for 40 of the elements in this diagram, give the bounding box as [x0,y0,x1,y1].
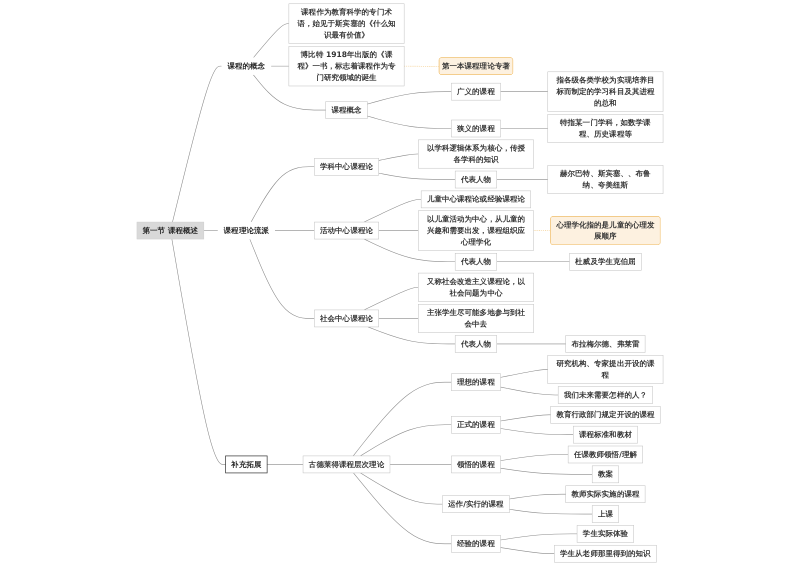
connector [500,91,548,92]
connector [360,424,452,456]
connector [378,172,456,180]
connector [352,382,452,456]
connector [378,318,419,319]
connector [250,238,315,319]
connector [390,464,452,465]
connector [364,238,456,262]
connector [253,23,290,58]
connector [500,534,578,540]
connector [378,154,419,161]
connector [364,286,419,310]
connector [496,261,570,262]
connector [250,166,315,222]
connector [172,66,222,222]
connector [404,66,440,67]
connector [367,91,452,104]
connector [509,508,592,514]
connector [274,230,315,231]
connector [353,472,452,544]
connector [378,230,419,231]
connector [368,326,456,344]
connector [266,464,304,465]
connector [172,238,226,465]
connector [360,472,443,504]
connector [500,454,568,461]
connector [496,179,548,180]
connector [204,230,218,231]
connector [500,414,551,422]
connector [500,468,592,475]
connector [500,547,555,554]
connector [500,428,574,435]
connector [500,128,548,129]
connector [509,494,566,500]
connector [533,230,552,232]
connector [500,369,548,378]
connector [364,199,422,222]
connector [367,116,452,129]
connector [252,74,326,110]
connector [500,386,558,396]
